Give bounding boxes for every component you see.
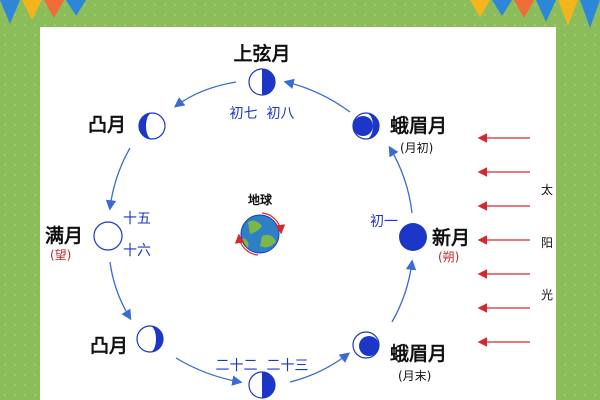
label-waxing-gibbous: 凸月 (88, 114, 126, 136)
label-waning-crescent: 蛾眉月 (390, 342, 447, 365)
day-new-moon: 初一 (370, 213, 398, 230)
label-first-quarter: 上弦月 (233, 42, 290, 65)
sub-waning-crescent: (月末) (398, 369, 431, 383)
moon-full (93, 221, 123, 251)
orbit-arrow-gibbous-to-full (105, 147, 131, 211)
moon-new (399, 223, 427, 251)
sunlight-arrows (477, 133, 530, 347)
sunlight-char-2: 阳 (541, 236, 553, 250)
sunlight-char-3: 光 (541, 288, 553, 302)
moon-waning-crescent (352, 331, 380, 359)
moon-waxing-gibbous (138, 112, 166, 140)
orbit-arrow-waning-crescent-to-new (391, 259, 417, 323)
moon-first-quarter (248, 68, 276, 96)
orbit-arrow-first-quarter-to-gibbous (173, 81, 237, 108)
label-new-moon: 新月 (432, 226, 470, 249)
bunting-right (470, 0, 600, 28)
earth-globe-icon (234, 212, 286, 256)
orbit-arrows (105, 78, 417, 386)
diagram-panel (40, 27, 556, 400)
earth-label: 地球 (248, 192, 273, 207)
bunting-left (0, 0, 86, 24)
day-full-moon-a: 十五 (123, 211, 151, 227)
day-full-moon-b: 十六 (123, 243, 151, 259)
orbit-arrow-crescent-to-first-quarter (283, 78, 351, 113)
orbit-arrow-new-to-crescent (388, 145, 413, 214)
days-first-quarter: 初七 初八 (230, 105, 295, 122)
orbit-arrow-full-to-waning-gibbous (109, 261, 132, 321)
label-full-moon: 满月 (45, 224, 83, 247)
sub-full-moon: (望) (50, 248, 71, 262)
sub-new-moon: (朔) (438, 249, 459, 264)
orbit-arrow-waning-gibbous-to-last-quarter (175, 357, 243, 386)
moon-last-quarter (248, 371, 276, 399)
moon-waxing-crescent (352, 112, 380, 140)
sunlight-char-1: 太 (541, 182, 553, 197)
days-last-quarter: 二十二 二十三 (216, 358, 309, 374)
label-waxing-crescent: 蛾眉月 (390, 114, 447, 137)
label-waning-gibbous: 凸月 (90, 335, 128, 357)
sub-waxing-crescent: (月初) (400, 141, 433, 155)
orbit-arrow-last-quarter-to-waning-crescent (289, 352, 351, 383)
moon-waning-gibbous (136, 325, 164, 353)
